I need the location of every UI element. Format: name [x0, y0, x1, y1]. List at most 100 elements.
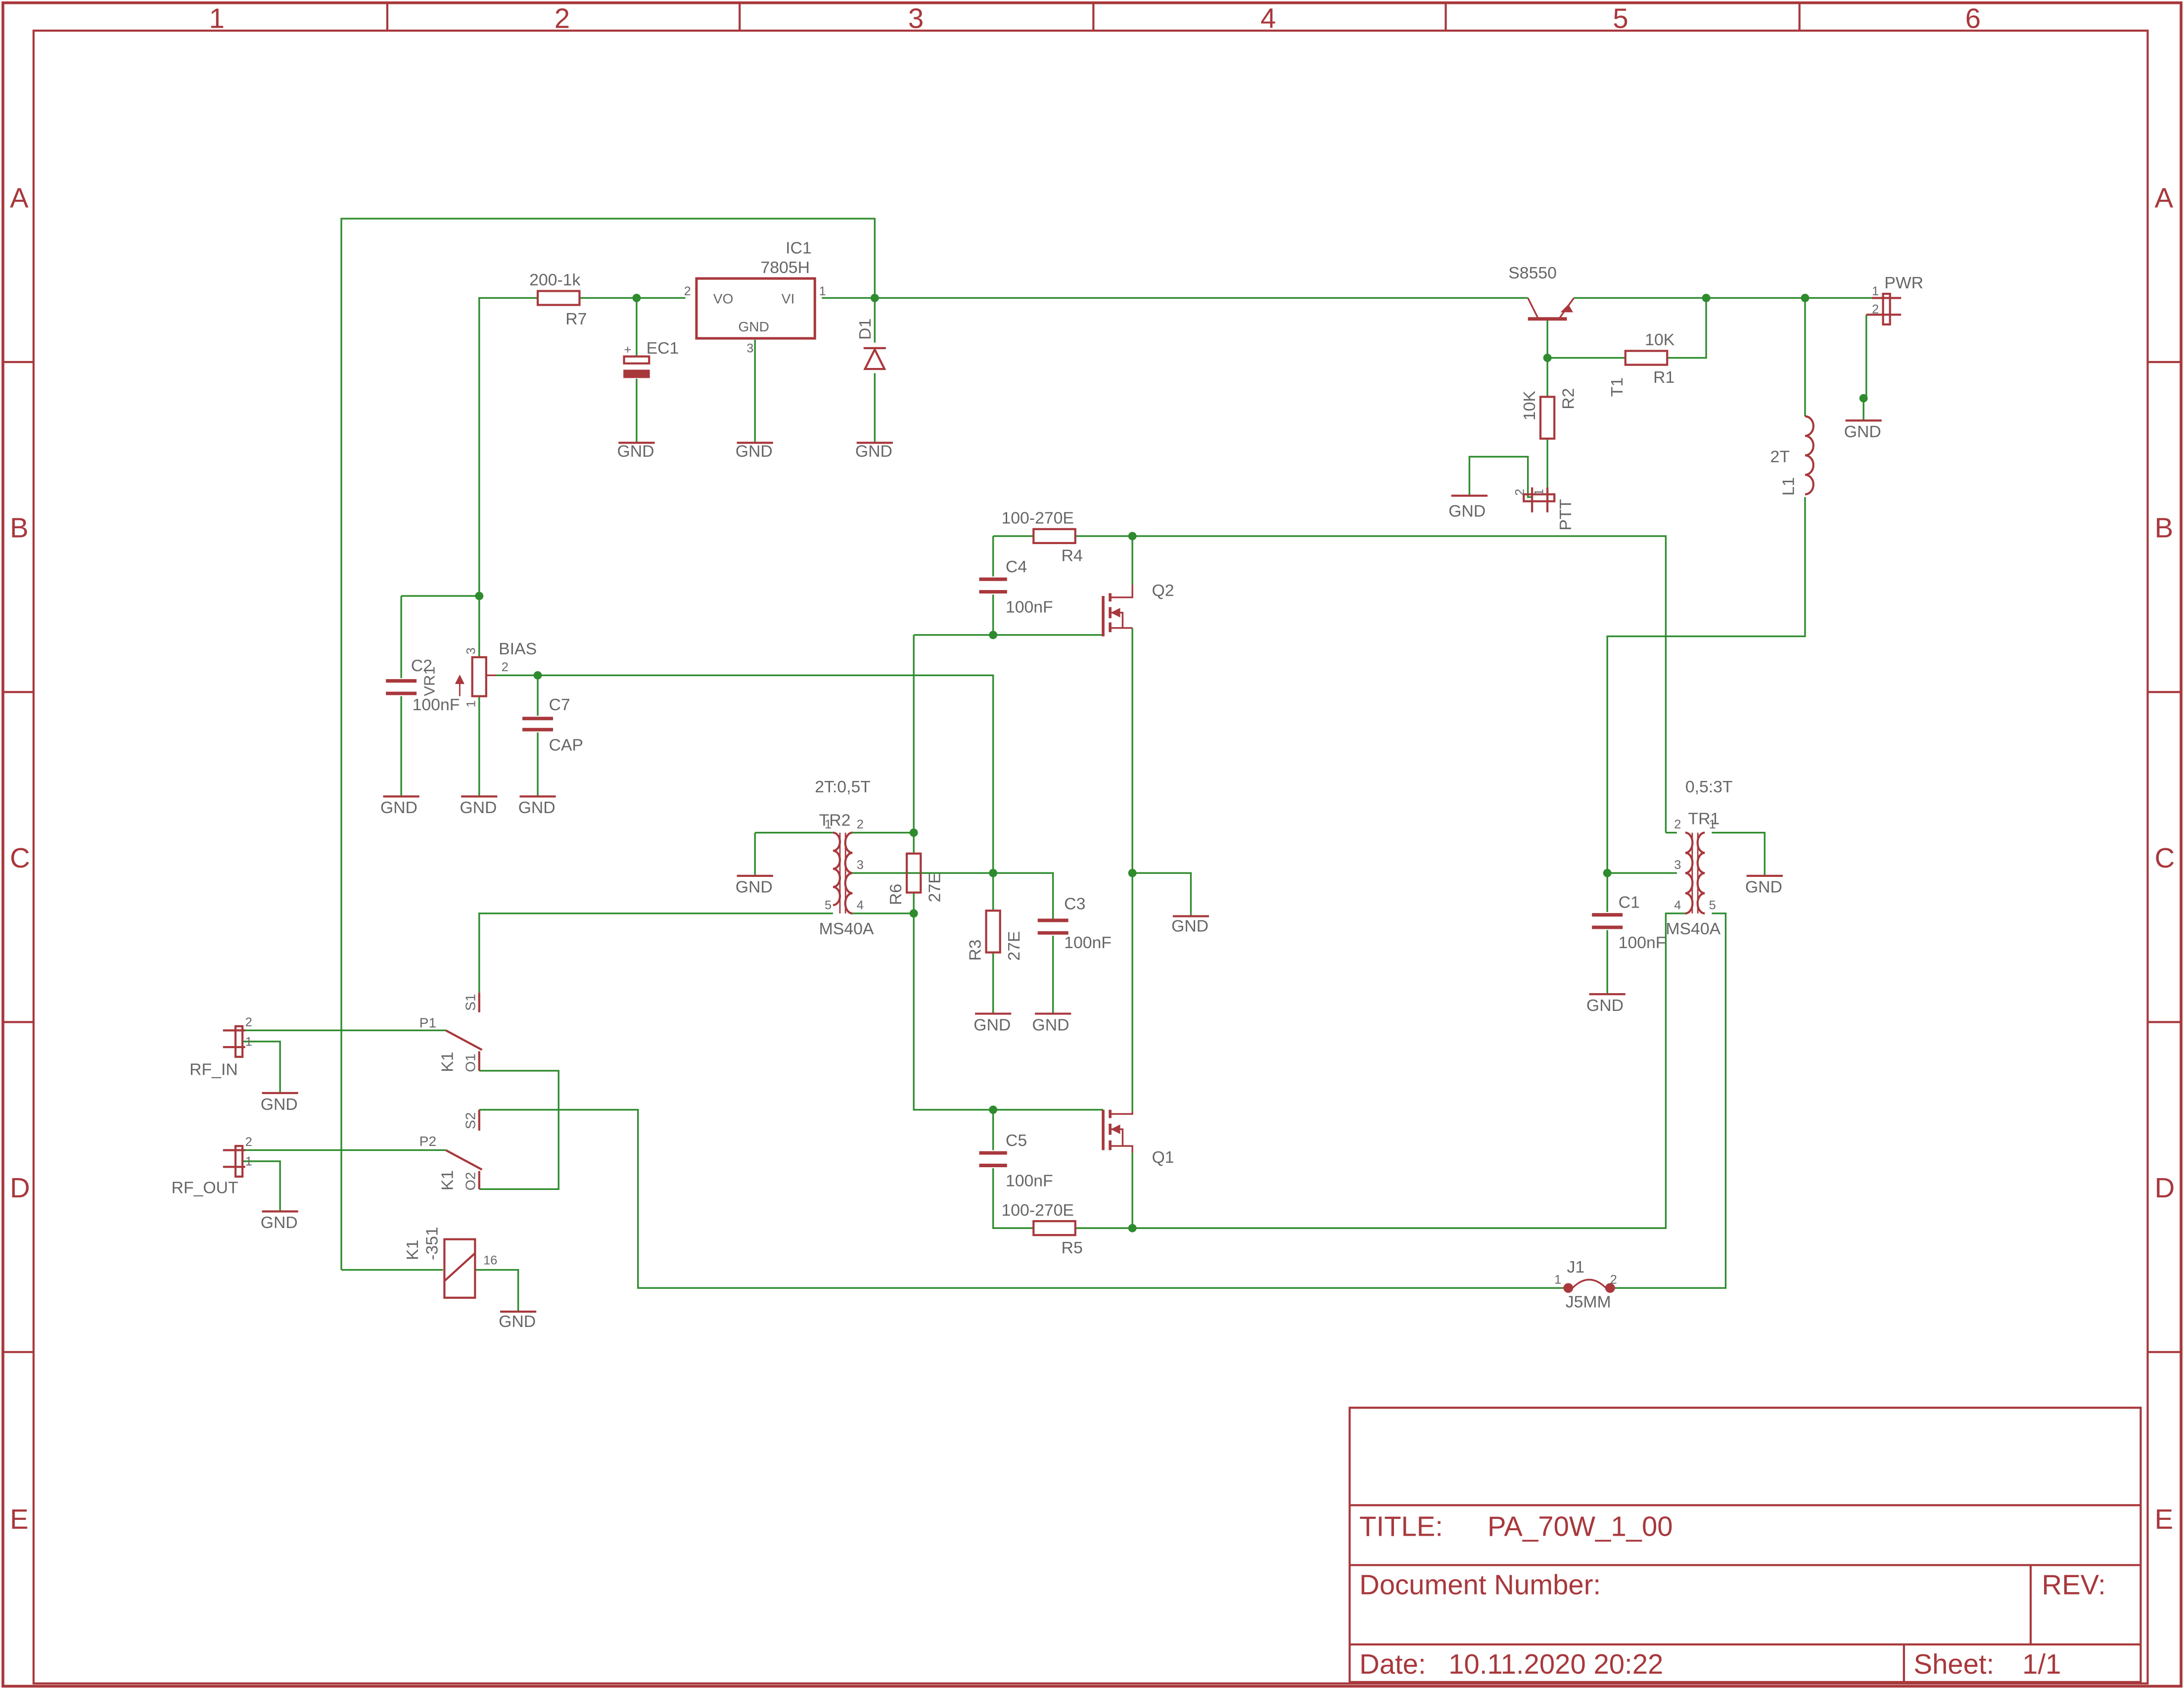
gnd-label-rf-in: GND	[261, 1095, 298, 1114]
resistor-r2[interactable]: 10K R2	[1520, 388, 1578, 440]
k1-s2: S2	[463, 1112, 478, 1129]
k1-coil-pin16: 16	[483, 1253, 497, 1267]
zone-row-c-right: C	[2155, 842, 2175, 873]
ic1-name: IC1	[786, 238, 812, 257]
gnd-label-vr1: GND	[460, 798, 497, 817]
l1-value: 2T	[1770, 448, 1790, 466]
resistor-r4[interactable]: 100-270E R4	[1002, 509, 1083, 565]
capacitor-c5[interactable]: C5 100nF	[979, 1131, 1053, 1190]
k1-s1: S1	[463, 994, 478, 1011]
document-number-label: Document Number:	[1359, 1569, 1601, 1600]
gnd-label-c3: GND	[1032, 1015, 1069, 1034]
connector-ptt[interactable]: 2 1 PTT	[1513, 487, 1575, 531]
c5-value: 100nF	[1006, 1172, 1053, 1190]
bias-label: BIAS	[499, 639, 537, 658]
k1-coil-name: K1	[403, 1240, 422, 1260]
zone-col-4: 4	[1260, 2, 1276, 34]
capacitor-c3[interactable]: C3 100nF	[1037, 894, 1112, 952]
tr1-pin5: 5	[1709, 898, 1716, 912]
capacitor-c1[interactable]: C1 100nF	[1592, 893, 1666, 953]
l1-name: L1	[1779, 477, 1798, 496]
gnd-label-ec1: GND	[617, 442, 654, 460]
c2-value: 100nF	[413, 695, 460, 714]
connector-rf-in[interactable]: 2 1 RF_IN	[189, 1015, 252, 1079]
ic1-value: 7805H	[760, 258, 810, 277]
tr2-pin2: 2	[857, 818, 864, 831]
rf-out-label: RF_OUT	[172, 1179, 238, 1197]
c1-name: C1	[1619, 893, 1640, 912]
transformer-tr1[interactable]: 0,5:3T TR1 MS40A 2 1 3 4 5	[1666, 777, 1732, 938]
t1-value: S8550	[1508, 264, 1557, 282]
regulator-ic1[interactable]: IC1 7805H VO VI GND 2 1 3	[684, 238, 826, 355]
r1-name: R1	[1653, 368, 1674, 387]
zone-row-d-left: D	[10, 1172, 30, 1203]
r5-name: R5	[1062, 1238, 1083, 1257]
ground-symbols: GND GND GND GND GND GND GND GND GND GND …	[261, 419, 1882, 1331]
ic1-pin2-number: 2	[684, 284, 691, 298]
resistor-r6[interactable]: R6 27E	[886, 852, 944, 905]
ptt-label: PTT	[1556, 499, 1575, 531]
transformer-tr2[interactable]: 2T:0,5T TR2 MS40A 1 2 3 4 5	[815, 777, 874, 938]
gnd-label-r3: GND	[974, 1015, 1011, 1034]
mosfet-q1[interactable]: Q1	[1102, 1109, 1174, 1167]
capacitor-c7[interactable]: C7 CAP	[522, 695, 583, 755]
ic1-pin3-number: 3	[746, 341, 753, 355]
ec1-name: EC1	[647, 339, 679, 358]
title-label: TITLE:	[1359, 1510, 1443, 1542]
relay-k1-coil[interactable]: K1 -351 16	[403, 1227, 498, 1299]
c3-name: C3	[1064, 894, 1085, 913]
k1-o1: O1	[463, 1053, 478, 1072]
j1-pin2: 2	[1610, 1273, 1617, 1287]
resistor-r7[interactable]: 200-1k R7	[529, 271, 587, 328]
relay-k1-contact-1[interactable]: P1 S1 O1 K1	[419, 993, 483, 1072]
tr1-name: TR1	[1688, 810, 1719, 828]
pwr-pin1: 1	[1872, 284, 1879, 298]
zone-row-e-left: E	[10, 1504, 29, 1535]
c1-value: 100nF	[1619, 933, 1666, 952]
sheet-value: 1/1	[2022, 1648, 2061, 1680]
relay-k1-contact-2[interactable]: P2 S2 O2 K1	[419, 1109, 483, 1190]
k1-label-1: K1	[438, 1051, 457, 1072]
pwr-label: PWR	[1884, 274, 1923, 292]
tr2-pin4: 4	[857, 898, 864, 912]
diode-d1[interactable]: D1	[856, 319, 886, 370]
date-label: Date:	[1359, 1648, 1426, 1680]
connector-rf-out[interactable]: 2 1 RF_OUT	[172, 1135, 252, 1197]
resistor-r3[interactable]: R3 27E	[966, 910, 1023, 961]
rf-out-pin2: 2	[245, 1135, 252, 1149]
tr2-name: TR2	[819, 811, 851, 829]
ic1-pin-gnd: GND	[738, 319, 769, 334]
mosfet-q2[interactable]: Q2	[1102, 581, 1174, 637]
resistor-r5[interactable]: 100-270E R5	[1002, 1201, 1083, 1257]
capacitor-c2[interactable]: C2 100nF	[386, 656, 460, 714]
gnd-label-c1: GND	[1586, 996, 1624, 1015]
zone-col-6: 6	[1965, 2, 1981, 34]
gnd-label-d1: GND	[855, 442, 892, 460]
zone-row-b-left: B	[10, 512, 29, 544]
r4-value: 100-270E	[1002, 509, 1074, 528]
trimmer-vr1[interactable]: VR1 BIAS 2 3 1	[421, 639, 537, 707]
q1-name: Q1	[1152, 1148, 1174, 1167]
capacitor-c4[interactable]: C4 100nF	[979, 557, 1053, 617]
ptt-pin2: 2	[1513, 489, 1527, 496]
gnd-label-k1: GND	[499, 1312, 536, 1331]
zone-row-c-left: C	[10, 842, 30, 873]
vr1-pin2: 2	[502, 660, 509, 674]
capacitor-ec1[interactable]: + EC1	[623, 339, 679, 378]
zone-col-1: 1	[209, 2, 225, 34]
tr1-pin4: 4	[1674, 898, 1681, 912]
resistor-r1[interactable]: 10K R1	[1624, 330, 1675, 387]
r7-value: 200-1k	[529, 271, 580, 289]
zone-col-5: 5	[1613, 2, 1628, 34]
r5-value: 100-270E	[1002, 1201, 1074, 1220]
jumper-j1[interactable]: J1 1 2 J5MM	[1554, 1258, 1617, 1311]
transistor-t1[interactable]: S8550 T1	[1508, 264, 1626, 397]
connector-pwr[interactable]: 1 2 PWR	[1866, 274, 1923, 326]
inductor-l1[interactable]: 2T L1	[1770, 415, 1814, 496]
r4-name: R4	[1062, 547, 1083, 565]
k1-p2: P2	[419, 1134, 436, 1149]
title-value: PA_70W_1_00	[1487, 1510, 1673, 1542]
tr2-pin5: 5	[825, 898, 832, 912]
